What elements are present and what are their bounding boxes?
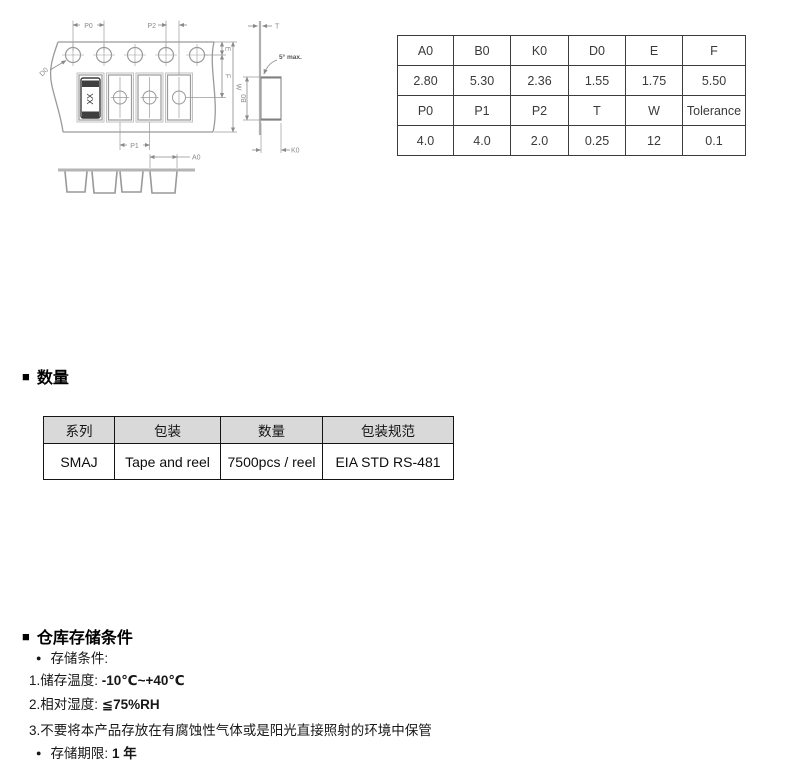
table-row: SMAJ Tape and reel 7500pcs / reel EIA ST… [43, 443, 454, 480]
dim-p2: P2 [147, 20, 187, 75]
table-cell: SMAJ [43, 443, 115, 480]
dim-label-a0: A0 [192, 155, 201, 162]
tape-reel-drawing: XX P0 P2 [28, 4, 348, 204]
dim-efw: E F W [185, 41, 242, 133]
table-cell: K0 [510, 35, 569, 66]
table-cell: 0.1 [682, 125, 746, 156]
carrier-tape-outline [49, 41, 216, 133]
column-header: 包装规范 [322, 416, 454, 444]
table-cell: 0.25 [568, 125, 626, 156]
storage-line: 2.相对湿度: ≦75%RH [29, 696, 160, 713]
storage-line-text: 1.储存温度: [29, 673, 102, 688]
bullet-icon: ● [36, 748, 42, 758]
storage-section-heading: ■ 仓库存储条件 [22, 624, 133, 648]
table-cell: 5.50 [682, 65, 746, 96]
quantity-table: 系列 包装 数量 包装规范 SMAJ Tape and reel 7500pcs… [43, 416, 454, 480]
table-cell: P2 [510, 95, 569, 126]
storage-line-value: -10℃~+40℃ [101, 673, 185, 688]
table-cell: A0 [397, 35, 454, 66]
table-row: P0 P1 P2 T W Tolerance [397, 95, 746, 126]
table-row: A0 B0 K0 D0 E F [397, 35, 746, 66]
section-marker-icon: ■ [22, 368, 30, 384]
dim-label-t: T [275, 24, 280, 31]
table-cell: Tape and reel [114, 443, 221, 480]
tape-drawing-svg: XX P0 P2 [39, 20, 302, 194]
table-cell: EIA STD RS-481 [322, 443, 454, 480]
table-row: 2.80 5.30 2.36 1.55 1.75 5.50 [397, 65, 746, 96]
table-cell: 2.0 [510, 125, 569, 156]
storage-heading-text: 仓库存储条件 [36, 630, 133, 647]
storage-line-text: 3.不要将本产品存放在有腐蚀性气体或是阳光直接照射的环境中保管 [29, 723, 432, 738]
table-cell: 12 [625, 125, 683, 156]
table-cell: 1.55 [568, 65, 626, 96]
dim-p0: P0 [72, 20, 105, 51]
table-cell: D0 [568, 35, 626, 66]
dim-label-b0: B0 [241, 94, 248, 103]
table-header-row: 系列 包装 数量 包装规范 [43, 416, 454, 444]
component-marking-label: XX [85, 93, 95, 105]
table-cell: P1 [453, 95, 511, 126]
table-cell: W [625, 95, 683, 126]
storage-line-text: 存储条件: [50, 651, 109, 666]
storage-line-text: 存储期限: [50, 746, 112, 761]
quantity-heading-text: 数量 [36, 370, 69, 387]
quantity-section-heading: ■ 数量 [22, 364, 69, 388]
table-cell: 4.0 [397, 125, 454, 156]
dim-label-d0: D0 [39, 67, 50, 78]
storage-line: 1.储存温度: -10℃~+40℃ [29, 672, 185, 689]
table-row: 4.0 4.0 2.0 0.25 12 0.1 [397, 125, 746, 156]
table-cell: 7500pcs / reel [220, 443, 323, 480]
table-cell: T [568, 95, 626, 126]
table-cell: 5.30 [453, 65, 511, 96]
storage-line: ● 存储条件: [36, 650, 108, 667]
table-cell: 2.36 [510, 65, 569, 96]
dim-label-p1: P1 [130, 143, 139, 150]
bullet-icon: ● [36, 653, 42, 663]
table-cell: 4.0 [453, 125, 511, 156]
storage-line-value: 1 年 [111, 746, 137, 761]
section-marker-icon: ■ [22, 628, 30, 644]
sprocket-holes [62, 44, 208, 66]
side-view: T 5° max. B0 K0 [241, 21, 302, 155]
dim-p1: P1 [119, 122, 151, 150]
storage-line: ● 存储期限: 1 年 [36, 745, 137, 762]
storage-line-value: ≦75%RH [101, 697, 160, 712]
dim-label-p2: P2 [147, 23, 156, 30]
dim-label-f: F [224, 74, 231, 78]
table-cell: P0 [397, 95, 454, 126]
table-cell: Tolerance [682, 95, 746, 126]
column-header: 包装 [114, 416, 221, 444]
dimension-table: A0 B0 K0 D0 E F 2.80 5.30 2.36 1.55 1.75… [397, 35, 746, 156]
column-header: 系列 [43, 416, 115, 444]
storage-line: 3.不要将本产品存放在有腐蚀性气体或是阳光直接照射的环境中保管 [29, 722, 432, 739]
table-cell: B0 [453, 35, 511, 66]
angle-note-label: 5° max. [279, 53, 302, 61]
table-cell: 1.75 [625, 65, 683, 96]
storage-line-text: 2.相对湿度: [29, 697, 102, 712]
dim-label-p0: P0 [84, 23, 93, 30]
dim-label-e: E [224, 47, 231, 52]
cross-section-view: A0 [58, 154, 201, 194]
dim-label-k0: K0 [291, 148, 300, 155]
table-cell: F [682, 35, 746, 66]
table-cell: 2.80 [397, 65, 454, 96]
dim-label-w: W [235, 84, 242, 91]
component-in-pocket: XX [80, 77, 101, 119]
table-cell: E [625, 35, 683, 66]
column-header: 数量 [220, 416, 323, 444]
dim-d0: D0 [39, 60, 67, 78]
